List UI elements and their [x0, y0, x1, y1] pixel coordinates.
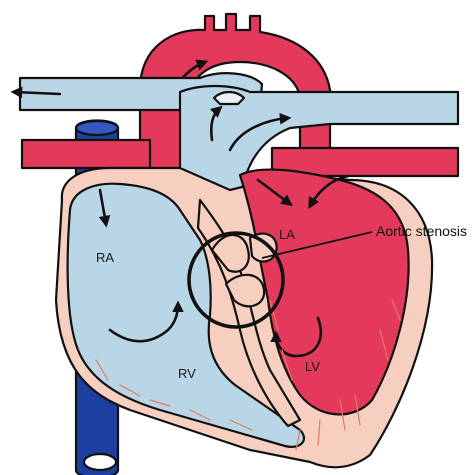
stenosis-highlight-circle — [187, 231, 285, 329]
label-la: LA — [279, 227, 295, 242]
label-lv: LV — [305, 359, 320, 374]
label-rv: RV — [178, 366, 196, 381]
right-heart — [66, 182, 306, 448]
callout-leader-line — [261, 231, 373, 259]
label-ra: RA — [96, 250, 114, 265]
aortic-valve — [210, 232, 278, 308]
muscle-fibers — [95, 299, 401, 451]
stenosis-callout — [187, 231, 373, 329]
callout-aortic-stenosis: Aortic stenosis — [376, 223, 467, 239]
left-heart — [238, 168, 410, 416]
